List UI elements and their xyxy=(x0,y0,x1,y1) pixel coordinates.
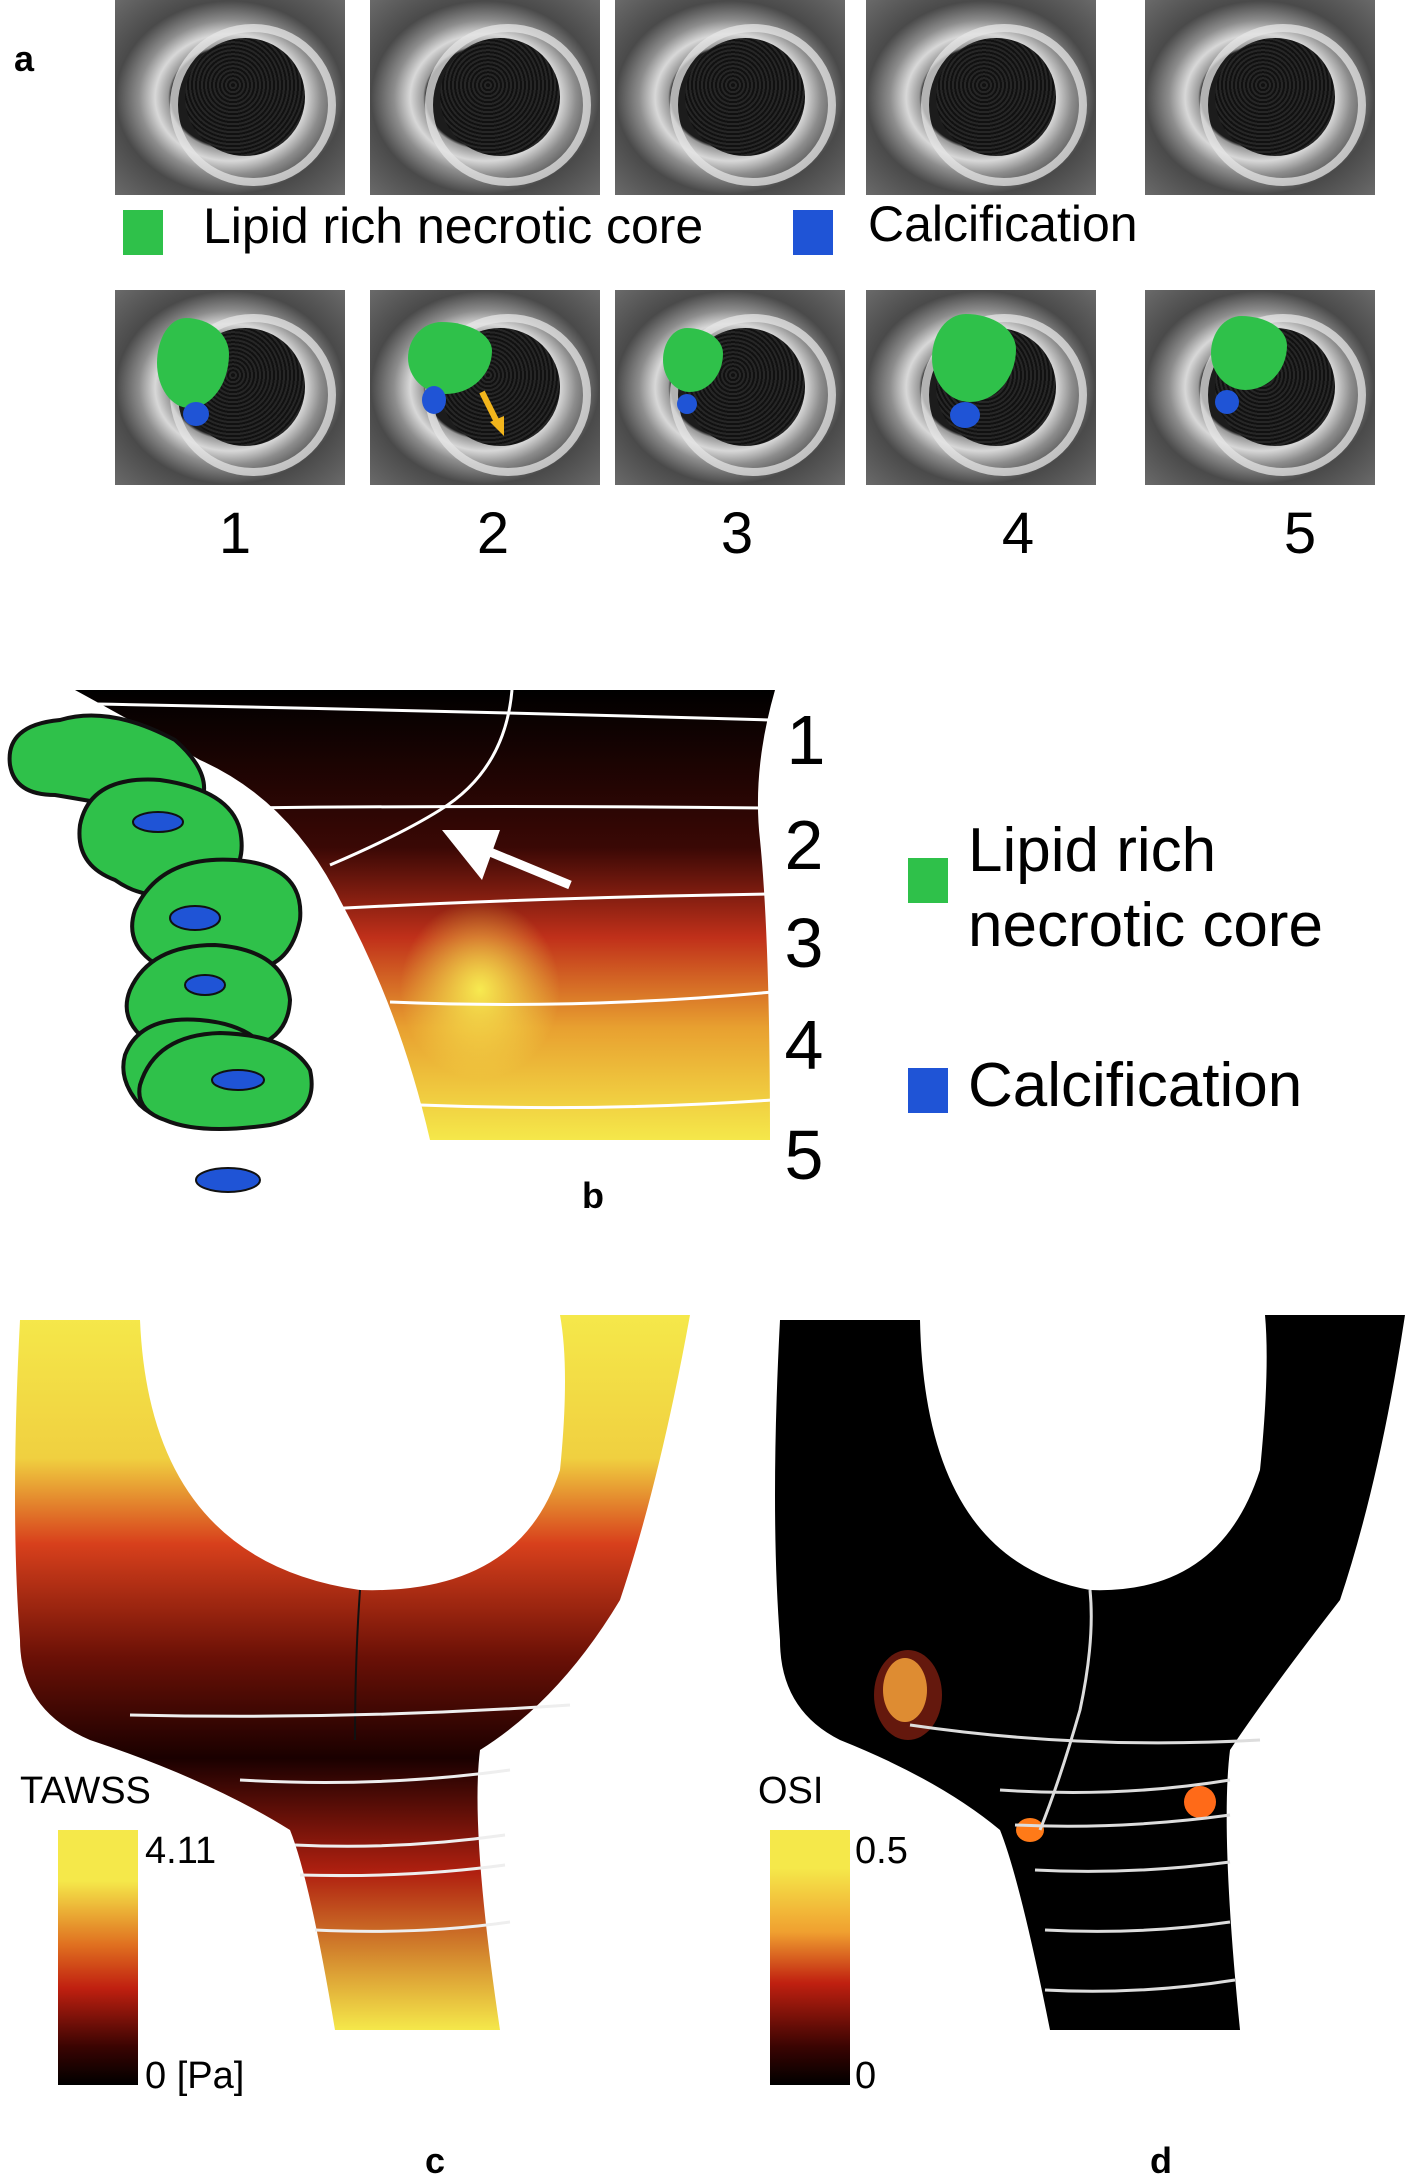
calcification-region xyxy=(950,402,980,428)
tawss-colorbar-min: 0 [Pa] xyxy=(145,2055,245,2097)
slice-number-2: 2 xyxy=(476,501,510,566)
tawss-colorbar xyxy=(58,1830,138,2085)
mri-slice-1-raw xyxy=(115,0,345,195)
mri-slice-2-segmented xyxy=(370,290,600,485)
b-lipid-legend-line2: necrotic core xyxy=(968,891,1323,960)
panel-a-label: a xyxy=(14,38,35,79)
slice-line-4 xyxy=(389,990,773,1006)
slice-number-3: 3 xyxy=(720,501,754,566)
calcification-region xyxy=(183,402,209,426)
arrow-icon xyxy=(442,830,572,890)
calcification-legend-label: Calcification xyxy=(868,196,1138,252)
mri-slice-1-segmented xyxy=(115,290,345,485)
mri-slice-3-segmented xyxy=(615,290,845,485)
slice-line-3 xyxy=(309,892,769,912)
lipid-legend-label: Lipid rich necrotic core xyxy=(203,198,704,254)
mri-slice-2-raw xyxy=(370,0,600,195)
osi-colorbar xyxy=(770,1830,850,2085)
tawss-colorbar-title: TAWSS xyxy=(20,1770,151,1812)
vessel-surface xyxy=(75,690,775,1140)
slice-line-1 xyxy=(94,702,771,722)
calcification-region xyxy=(422,386,446,414)
slice-number-5: 5 xyxy=(1283,501,1317,566)
bifurcation-surface xyxy=(15,1315,690,2030)
lipid-swatch xyxy=(123,210,163,255)
mri-slice-4-raw xyxy=(866,0,1096,195)
tawss-colorbar-max: 4.11 xyxy=(145,1830,217,1872)
panel-d-label: d xyxy=(1150,2140,1172,2181)
calcification-region xyxy=(1215,390,1239,414)
calcification-markers xyxy=(132,811,265,1091)
osi-hotspot xyxy=(874,1650,942,1740)
slice-lines xyxy=(909,1589,1261,1993)
panel-b-label: b xyxy=(582,1175,604,1216)
arrow-icon xyxy=(479,390,504,436)
b-calcification-legend-label: Calcification xyxy=(968,1051,1303,1120)
slice-number-1: 1 xyxy=(218,501,252,566)
b-calcification-swatch xyxy=(908,1068,948,1113)
slice-number-4: 4 xyxy=(1001,501,1035,566)
osi-colorbar-max: 0.5 xyxy=(855,1830,908,1872)
tawss-map xyxy=(15,1315,690,2030)
mri-slice-5-raw xyxy=(1145,0,1375,195)
b-slice-number-2: 2 xyxy=(784,806,824,884)
slice-line-2 xyxy=(239,805,766,810)
osi-colorbar-min: 0 xyxy=(855,2055,877,2097)
calcification-swatch xyxy=(793,210,833,255)
osi-map xyxy=(775,1315,1405,2030)
calcification-marker-bottom xyxy=(195,1167,261,1193)
osi-hotspot xyxy=(1184,1786,1216,1818)
osi-colorbar-title: OSI xyxy=(758,1770,824,1812)
osi-hotspot xyxy=(1016,1818,1044,1842)
mri-slice-4-segmented xyxy=(866,290,1096,485)
b-lipid-swatch xyxy=(908,858,948,903)
centerline xyxy=(329,689,514,867)
b-slice-number-3: 3 xyxy=(784,904,824,982)
calcification-region xyxy=(677,394,697,414)
mri-slice-5-segmented xyxy=(1145,290,1375,485)
wss-hotspot xyxy=(400,900,560,1080)
mri-slice-3-raw xyxy=(615,0,845,195)
slice-lines xyxy=(129,1703,571,1933)
vessel-3d-model xyxy=(7,689,775,1140)
b-slice-number-5: 5 xyxy=(784,1116,824,1194)
b-lipid-legend-line1: Lipid rich xyxy=(968,816,1217,885)
panel-c-label: c xyxy=(425,2140,446,2181)
slice-line-5 xyxy=(419,1098,773,1110)
bifurcation-surface xyxy=(775,1315,1405,2030)
b-slice-number-4: 4 xyxy=(784,1006,824,1084)
b-slice-number-1: 1 xyxy=(786,701,826,779)
